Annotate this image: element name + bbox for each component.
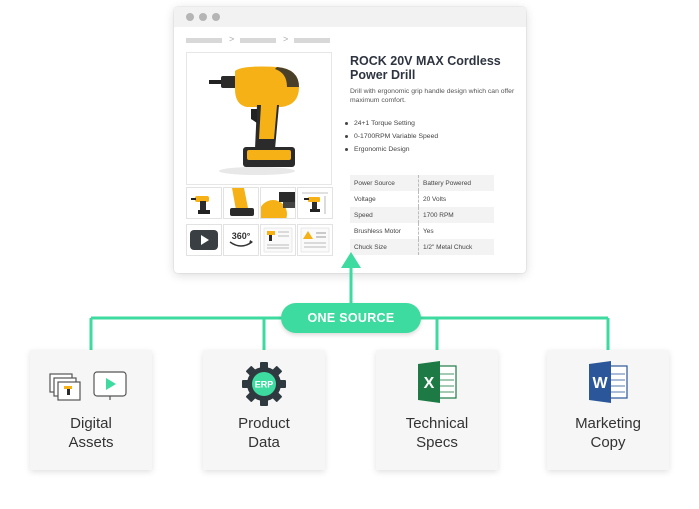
one-source-pill: ONE SOURCE — [281, 303, 421, 333]
spec-key: Speed — [350, 207, 419, 223]
feature-item: 0-1700RPM Variable Speed — [344, 130, 438, 143]
card-label: Digital Assets — [30, 414, 152, 452]
drill-image — [209, 66, 299, 175]
spec-key: Voltage — [350, 191, 419, 207]
word-icon: W — [589, 361, 628, 403]
excel-icon: X — [418, 361, 457, 403]
card-label-line2: Data — [248, 434, 280, 451]
feature-item: 24+1 Torque Setting — [344, 117, 438, 130]
breadcrumb: > > — [186, 34, 336, 44]
thumbnail-video[interactable] — [186, 224, 222, 256]
card-label-line2: Assets — [68, 434, 114, 451]
window-dot — [186, 13, 194, 21]
card-label: Marketing Copy — [547, 414, 669, 452]
erp-label: ERP — [255, 380, 274, 390]
table-row: Brushless Motor Yes — [350, 223, 494, 239]
thumbnail-drill-detail[interactable] — [223, 187, 259, 219]
chevron-right-icon: > — [283, 34, 289, 44]
drill-closeup-image — [261, 192, 295, 218]
drill-detail-image — [230, 188, 254, 216]
thumbnail-360-view[interactable]: 360° — [223, 224, 259, 256]
spec-value: 20 Volts — [423, 195, 447, 203]
card-digital-assets: Digital Assets — [30, 350, 152, 470]
drill-thumbnail-image — [191, 196, 210, 214]
card-product-data: ERP Product Data — [203, 350, 325, 470]
spec-key: Chuck Size — [350, 239, 419, 255]
table-row: Voltage 20 Volts — [350, 191, 494, 207]
card-label: Product Data — [203, 414, 325, 452]
card-label-line2: Copy — [590, 434, 626, 451]
product-description: Drill with ergonomic grip handle design … — [350, 88, 515, 104]
thumbnail-drill-closeup[interactable] — [260, 187, 296, 219]
breadcrumb-placeholder — [240, 38, 276, 43]
card-label-line1: Marketing — [575, 415, 641, 432]
digital-assets-icon — [49, 371, 127, 401]
play-icon — [190, 230, 218, 250]
warning-label-icon — [300, 227, 330, 253]
erp-gear-icon: ERP — [242, 362, 286, 406]
spec-value: 1/2" Metal Chuck — [418, 239, 494, 255]
thumbnail-spec-sheet[interactable] — [260, 224, 296, 256]
breadcrumb-placeholder — [294, 38, 330, 43]
window-titlebar — [174, 7, 526, 27]
card-label-line1: Technical — [405, 415, 469, 432]
spec-table: Power Source Battery Powered Voltage 20 … — [350, 175, 494, 255]
card-label-line1: Digital — [70, 415, 112, 432]
table-row: Chuck Size 1/2" Metal Chuck — [350, 239, 494, 255]
rotate-360-icon: 360° — [229, 231, 253, 247]
table-row: Speed 1700 RPM — [350, 207, 494, 223]
product-main-image — [186, 52, 332, 185]
product-title: ROCK 20V MAX Cordless Power Drill — [350, 54, 501, 82]
thumbnail-warning-label[interactable] — [297, 224, 333, 256]
spec-value: 1700 RPM — [418, 207, 494, 223]
spec-key: Power Source — [350, 175, 419, 191]
chevron-right-icon: > — [229, 34, 235, 44]
excel-letter: X — [424, 375, 435, 392]
card-label-line1: Product — [238, 415, 290, 432]
spec-key: Brushless Motor — [350, 223, 419, 239]
browser-window: > > — [174, 7, 526, 273]
rotate-360-label: 360° — [232, 231, 251, 241]
card-marketing-copy: W Marketing Copy — [547, 350, 669, 470]
card-label-line2: Specs — [416, 434, 458, 451]
thumbnail-drill[interactable] — [186, 187, 222, 219]
feature-item: Ergonomic Design — [344, 143, 438, 156]
arrow-up-icon — [341, 252, 361, 268]
card-technical-specs: X Technical Specs — [376, 350, 498, 470]
feature-list: 24+1 Torque Setting 0-1700RPM Variable S… — [344, 117, 438, 156]
spec-value: Battery Powered — [418, 175, 494, 191]
drill-dimensions-image — [302, 192, 328, 214]
card-label: Technical Specs — [376, 414, 498, 452]
spec-value: Yes — [423, 227, 434, 235]
window-dot — [199, 13, 207, 21]
thumbnail-dimensions[interactable] — [297, 187, 333, 219]
spec-sheet-icon — [263, 227, 293, 253]
table-row: Power Source Battery Powered — [350, 175, 494, 191]
breadcrumb-placeholder — [186, 38, 222, 43]
window-dot — [212, 13, 220, 21]
word-letter: W — [592, 375, 608, 392]
